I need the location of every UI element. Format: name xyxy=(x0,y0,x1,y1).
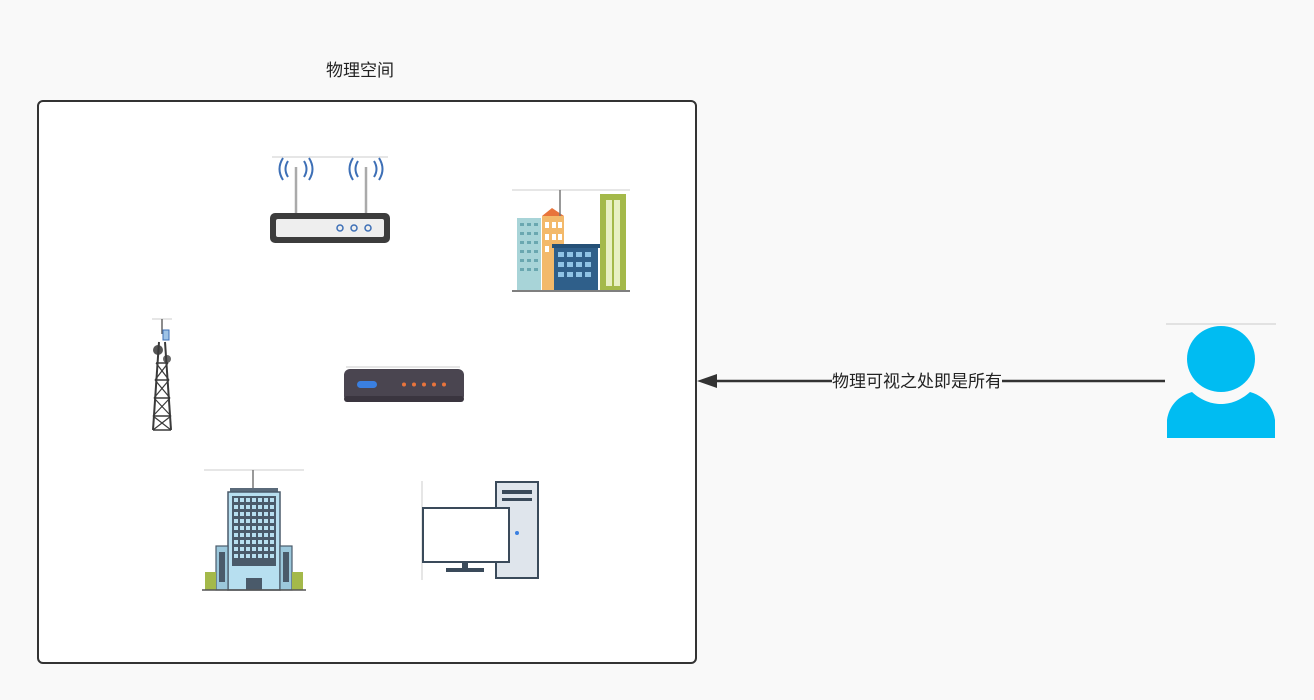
wifi-router-icon[interactable] xyxy=(268,155,392,247)
arrowhead-icon xyxy=(697,374,717,388)
cell-tower-icon[interactable] xyxy=(148,318,176,434)
office-building-icon[interactable] xyxy=(202,468,306,594)
network-device-icon[interactable] xyxy=(342,366,466,404)
desktop-computer-icon[interactable] xyxy=(420,480,542,582)
city-buildings-icon[interactable] xyxy=(512,188,632,294)
user-icon[interactable] xyxy=(1164,322,1278,440)
physical-space-title: 物理空间 xyxy=(326,61,394,81)
edge-label: 物理可视之处即是所有 xyxy=(832,370,1002,394)
